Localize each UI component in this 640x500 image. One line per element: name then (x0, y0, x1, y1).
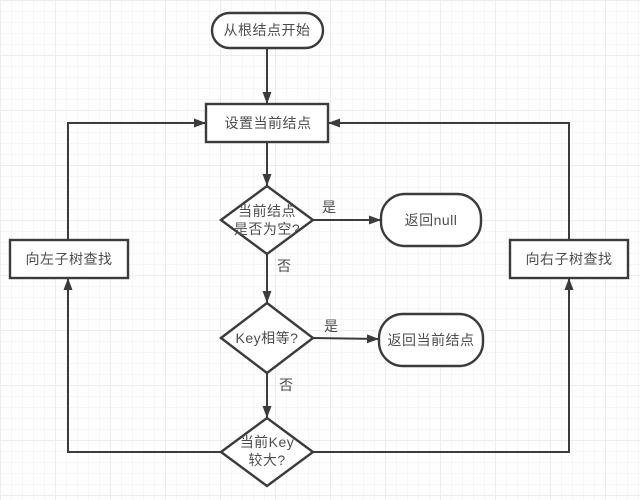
is-empty-decision-shape (218, 184, 316, 256)
set-current-process-shape (204, 102, 330, 144)
search-left-label: 向左子树查找 (25, 251, 113, 267)
is-empty-label: 当前结点 是否为空? (234, 202, 300, 238)
start-terminator-shape (210, 11, 325, 50)
is-empty-yes-label: 是 (322, 199, 336, 215)
search-right-label: 向右子树查找 (525, 251, 613, 267)
return-null-label: 返回null (404, 212, 458, 228)
is-empty-no-label: 否 (277, 258, 291, 274)
edge-key-equal-yes-to-return-current (312, 334, 380, 344)
search-left-process-shape (8, 238, 130, 280)
is-empty-label-line1: 当前结点 (237, 203, 296, 219)
start-label: 从根结点开始 (223, 22, 311, 38)
key-larger-label-line1: 当前Key (239, 434, 295, 450)
key-larger-decision-shape (218, 416, 316, 488)
key-equal-label: Key相等? (235, 330, 299, 346)
search-right-process-shape (508, 238, 630, 280)
edge-key-larger-to-search-left (63, 278, 221, 453)
return-current-terminator-shape (377, 312, 485, 368)
key-larger-label: 当前Key 较大? (240, 433, 295, 469)
return-null-terminator-shape (379, 192, 483, 248)
set-current-label: 设置当前结点 (224, 115, 312, 131)
is-empty-label-line2: 是否为空? (233, 221, 301, 237)
key-equal-no-label: 否 (279, 377, 293, 393)
key-equal-decision-shape (219, 301, 315, 375)
key-larger-label-line2: 较大? (248, 452, 286, 468)
key-equal-yes-label: 是 (324, 318, 338, 334)
edge-key-larger-to-search-right (313, 278, 574, 453)
edge-search-left-to-set-current (67, 118, 206, 240)
edge-search-right-to-set-current (328, 118, 570, 240)
return-current-label: 返回当前结点 (387, 332, 475, 348)
